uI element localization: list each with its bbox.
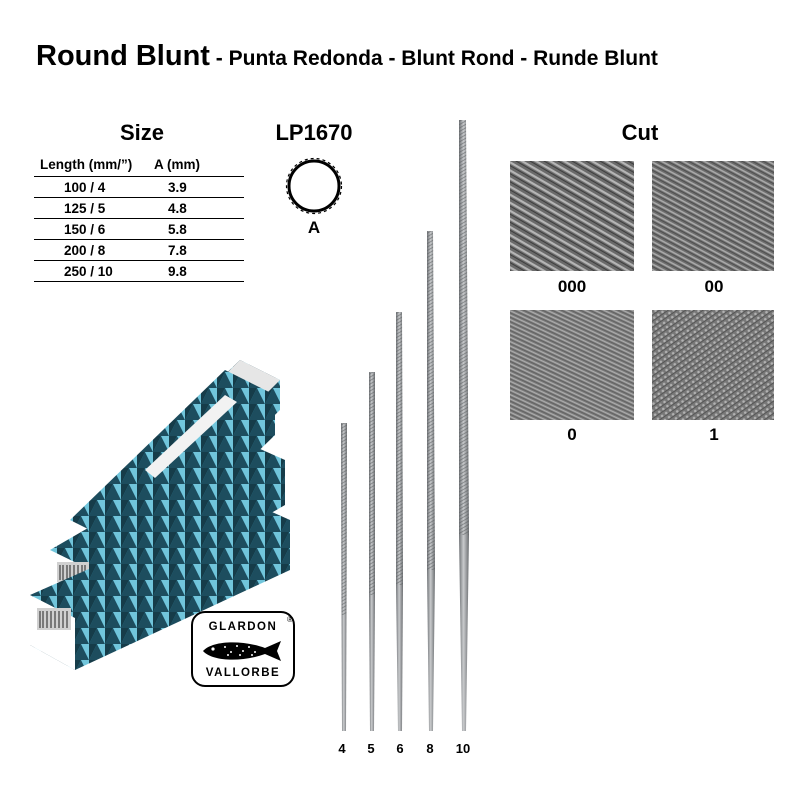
size-heading: Size	[119, 120, 165, 145]
file-label-8: 8	[426, 741, 434, 756]
logo-line-2: VALLORBE	[205, 667, 281, 679]
title-main: Round Blunt	[36, 40, 210, 72]
file-label-10: 10	[455, 741, 471, 756]
cell-length: 200 / 8	[34, 239, 152, 261]
cut-label-0: 0	[567, 425, 577, 444]
cell-a: 5.8	[152, 218, 244, 240]
table-row: 125 / 5 4.8	[34, 197, 244, 219]
table-row: 200 / 8 7.8	[34, 239, 244, 261]
glardon-vallorbe-logo: GLARDON ® VALLORBE	[191, 611, 295, 687]
profile-code: LP1670	[275, 120, 353, 145]
cut-heading: Cut	[621, 120, 659, 145]
round-profile-icon	[285, 157, 343, 220]
cut-swatch-000	[510, 161, 634, 271]
cut-label-00: 00	[704, 277, 724, 296]
cell-a: 4.8	[152, 197, 244, 219]
logo-line-1: GLARDON	[208, 621, 278, 633]
file-label-4: 4	[338, 741, 346, 756]
cell-a: 9.8	[152, 260, 244, 282]
cell-length: 100 / 4	[34, 176, 152, 198]
table-row: 150 / 6 5.8	[34, 218, 244, 240]
cut-swatch-1	[652, 310, 776, 420]
table-row: 100 / 4 3.9	[34, 176, 244, 198]
round-files-image	[325, 115, 485, 745]
file-label-6: 6	[396, 741, 404, 756]
cut-swatch-00	[652, 161, 776, 271]
cut-label-000: 000	[557, 277, 587, 296]
cell-a: 7.8	[152, 239, 244, 261]
file-10	[459, 120, 469, 731]
cut-label-1: 1	[709, 425, 719, 444]
cut-swatch-0	[510, 310, 634, 420]
size-table: Length (mm/”) A (mm) 100 / 4 3.9 125 / 5…	[34, 154, 244, 282]
size-table-header: Length (mm/”) A (mm)	[34, 154, 244, 177]
cell-length: 250 / 10	[34, 260, 152, 282]
title-translations: - Punta Redonda - Blunt Rond - Runde Blu…	[209, 47, 658, 70]
cell-a: 3.9	[152, 176, 244, 198]
file-4	[341, 423, 347, 731]
column-header-a: A (mm)	[152, 154, 244, 177]
fish-icon	[203, 641, 281, 661]
cell-length: 125 / 5	[34, 197, 152, 219]
profile-dimension-label: A	[307, 218, 321, 237]
file-6	[396, 312, 403, 731]
registered-mark: ®	[287, 615, 293, 624]
file-5	[369, 372, 375, 731]
cell-length: 150 / 6	[34, 218, 152, 240]
file-label-5: 5	[367, 741, 375, 756]
column-header-length: Length (mm/”)	[34, 154, 152, 177]
table-row: 250 / 10 9.8	[34, 260, 244, 282]
file-8	[427, 231, 435, 731]
packaging-boxes-image	[25, 340, 300, 695]
page-title: Round Blunt - Punta Redonda - Blunt Rond…	[36, 40, 658, 73]
